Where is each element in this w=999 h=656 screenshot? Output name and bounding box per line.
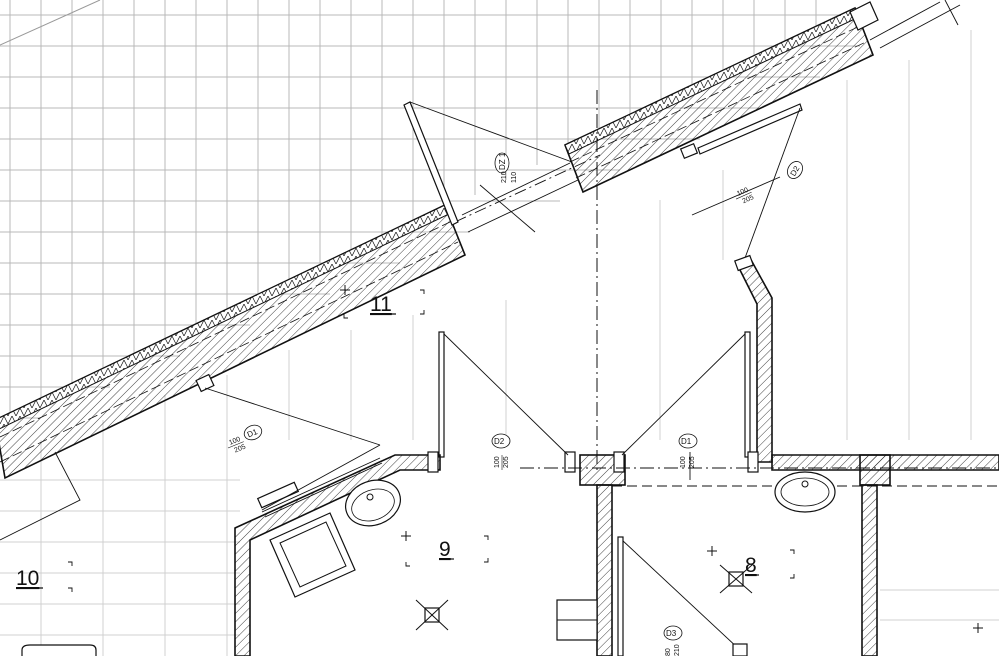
room-number-10: 10 (16, 567, 39, 590)
door-swings (0, 333, 748, 656)
washbasin-room8 (774, 471, 836, 513)
svg-text:210: 210 (501, 171, 508, 183)
svg-text:100: 100 (228, 436, 242, 447)
roof-section-left (0, 203, 467, 480)
door-tag-d1-left: 100 205 D1 (227, 424, 263, 455)
door-tag-dz1: DZ 1 110 210 (494, 152, 518, 183)
svg-text:D1: D1 (681, 437, 692, 446)
door-dz1-swing (403, 101, 573, 233)
light-fixture-room9 (415, 599, 449, 631)
svg-text:100: 100 (736, 187, 750, 198)
door-tag-d3: D3 80 210 (663, 625, 683, 656)
fixtures (21, 285, 983, 656)
svg-text:D1: D1 (246, 427, 259, 439)
svg-text:205: 205 (741, 194, 755, 205)
background-grid (0, 0, 870, 420)
svg-text:100: 100 (680, 456, 687, 468)
svg-text:80: 80 (665, 648, 672, 656)
svg-text:205: 205 (233, 444, 247, 455)
svg-text:110: 110 (511, 172, 518, 183)
door-tag-d2-room9: D2 100 205 (491, 433, 511, 470)
background-grid-lower (0, 30, 999, 656)
roof-opening (454, 0, 961, 233)
interior-walls (195, 254, 999, 656)
svg-text:205: 205 (689, 456, 696, 468)
room-number-8: 8 (745, 554, 757, 577)
room-number-9: 9 (439, 538, 451, 561)
svg-text:DZ 1: DZ 1 (498, 152, 507, 170)
light-fixture-room8 (719, 564, 753, 594)
svg-text:D3: D3 (666, 629, 677, 638)
room-number-11: 11 (370, 293, 392, 316)
shower-tray (269, 512, 356, 598)
axis-lines (520, 90, 999, 487)
svg-text:210: 210 (674, 644, 681, 656)
door-tag-d2-upper: D2 (787, 161, 803, 179)
roof-section-right (563, 1, 879, 194)
svg-text:205: 205 (503, 456, 510, 468)
svg-text:D2: D2 (494, 437, 505, 446)
door-tag-d1-room8: D1 100 205 (678, 433, 698, 468)
door-d2-upper-swing (679, 103, 803, 259)
svg-text:100: 100 (494, 456, 501, 468)
door-dim-d2-upper: 100 205 (735, 187, 755, 205)
